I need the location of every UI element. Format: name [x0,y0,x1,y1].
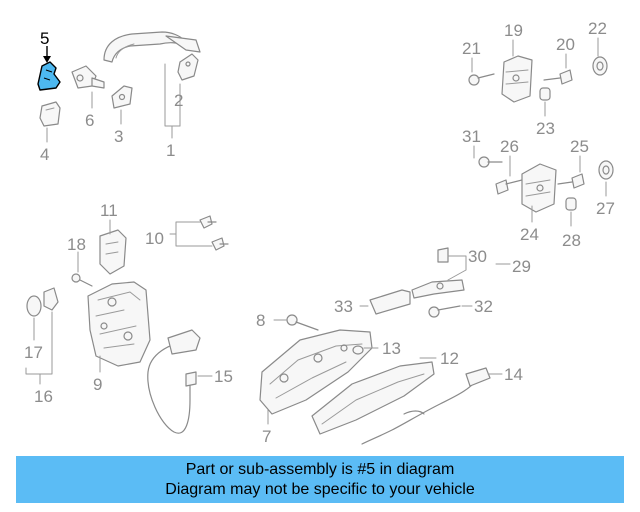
part-3 [111,85,133,109]
part-32-screw [428,305,461,318]
part-28-bushing [565,197,577,211]
info-banner: Part or sub-assembly is #5 in diagram Di… [16,456,624,503]
callout-27: 27 [596,199,615,218]
callout-9: 9 [93,375,102,394]
callout-31: 31 [462,127,481,146]
leader-10 [169,221,213,247]
callout-3: 3 [114,127,123,146]
part-21-screw [468,73,495,86]
part-14-cable [361,367,491,445]
callout-5: 5 [40,29,49,48]
callout-16: 16 [34,387,53,406]
callout-8: 8 [256,311,265,330]
part-25-bolt [557,173,585,189]
part-1-handle [103,31,201,63]
part-17 [26,295,42,317]
part-22-washer [592,56,608,76]
callout-21: 21 [462,39,481,58]
part-18-screw [71,273,93,287]
callout-30: 30 [468,247,487,266]
part-24-hinge [521,163,557,213]
banner-line-1: Part or sub-assembly is #5 in diagram [185,460,455,478]
callout-17: 17 [24,343,43,362]
part-19-hinge [501,55,533,103]
leader-1 [164,63,181,139]
part-12 [311,361,435,435]
part-31-screw [478,156,503,168]
callout-23: 23 [536,119,555,138]
callout-19: 19 [504,21,523,40]
callout-2: 2 [174,91,183,110]
callout-12: 12 [440,349,459,368]
part-27-washer [598,160,614,180]
part-20-bolt [543,69,573,85]
banner-line-2: Diagram may not be specific to your vehi… [165,480,475,498]
leader-16 [25,311,53,385]
part-4 [39,101,61,127]
callout-20: 20 [556,35,575,54]
callout-26: 26 [500,137,519,156]
part-30 [437,247,449,263]
callout-29: 29 [512,257,531,276]
callout-14: 14 [504,365,523,384]
callout-24: 24 [520,225,539,244]
callout-32: 32 [474,297,493,316]
part-29 [411,279,465,299]
callout-7: 7 [262,427,271,446]
part-9-latch [87,281,151,367]
part-8-screw [286,314,319,331]
part-7 [259,329,373,415]
part-2 [177,53,199,81]
part-23-bushing [539,87,551,101]
callout-28: 28 [562,231,581,250]
callout-15: 15 [214,367,233,386]
parts-diagram: 5 4 6 3 2 1 11 [24,19,615,446]
callout-6: 6 [85,111,94,130]
callout-11: 11 [100,201,118,220]
part-16 [43,287,59,311]
callout-13: 13 [382,339,401,358]
part-15-cable [147,329,201,434]
leader-30-29 [447,255,511,281]
part-13 [352,345,364,355]
part-26-bolt [495,179,523,195]
callout-22: 22 [588,19,607,38]
callout-18: 18 [67,235,86,254]
part-6 [71,65,105,89]
callout-1: 1 [166,141,175,160]
callout-10: 10 [145,229,164,248]
part-5-highlighted[interactable] [37,61,61,91]
callout-4: 4 [40,145,49,164]
callout-33: 33 [334,297,353,316]
part-10-screws [199,215,229,251]
part-33 [369,289,411,315]
callout-25: 25 [570,137,589,156]
part-11 [99,229,127,275]
callout-arrow-5 [43,46,51,63]
